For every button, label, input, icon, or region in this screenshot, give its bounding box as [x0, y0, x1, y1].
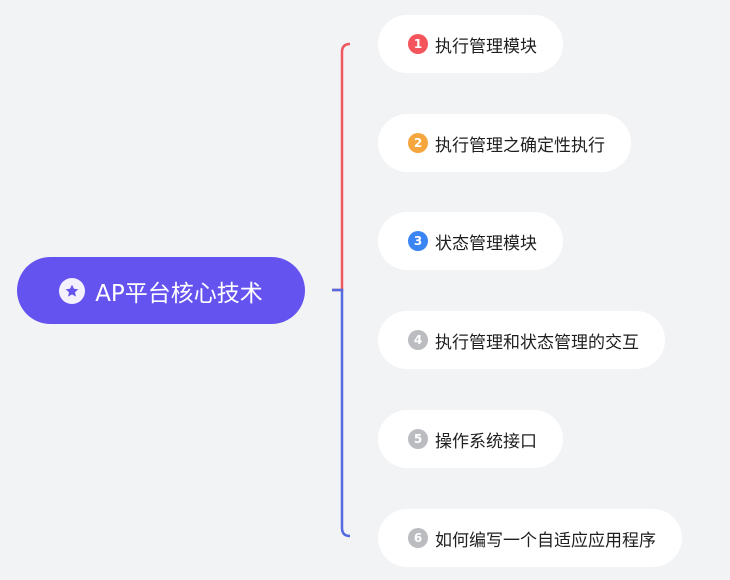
root-node[interactable]: AP平台核心技术: [17, 257, 305, 324]
connector-lower: [332, 288, 351, 538]
branch-node-5[interactable]: 5 操作系统接口: [378, 410, 563, 468]
branch-label: 执行管理模块: [435, 36, 537, 57]
number-badge: 3: [408, 231, 428, 251]
branch-label: 状态管理模块: [435, 233, 537, 254]
root-label: AP平台核心技术: [95, 280, 263, 307]
star-icon: [59, 277, 86, 304]
number-badge: 4: [408, 330, 428, 350]
number-badge: 6: [408, 528, 428, 548]
branch-label: 操作系统接口: [435, 431, 537, 452]
branch-node-4[interactable]: 4 执行管理和状态管理的交互: [378, 311, 665, 369]
number-badge: 2: [408, 133, 428, 153]
branch-label: 执行管理和状态管理的交互: [435, 332, 639, 353]
branch-node-1[interactable]: 1 执行管理模块: [378, 15, 563, 73]
branch-node-6[interactable]: 6 如何编写一个自适应应用程序: [378, 509, 682, 567]
branch-label: 执行管理之确定性执行: [435, 135, 605, 156]
branch-node-3[interactable]: 3 状态管理模块: [378, 212, 563, 270]
branch-node-2[interactable]: 2 执行管理之确定性执行: [378, 114, 631, 172]
branch-label: 如何编写一个自适应应用程序: [435, 530, 656, 551]
number-badge: 1: [408, 34, 428, 54]
connector-upper: [332, 42, 351, 292]
number-badge: 5: [408, 429, 428, 449]
